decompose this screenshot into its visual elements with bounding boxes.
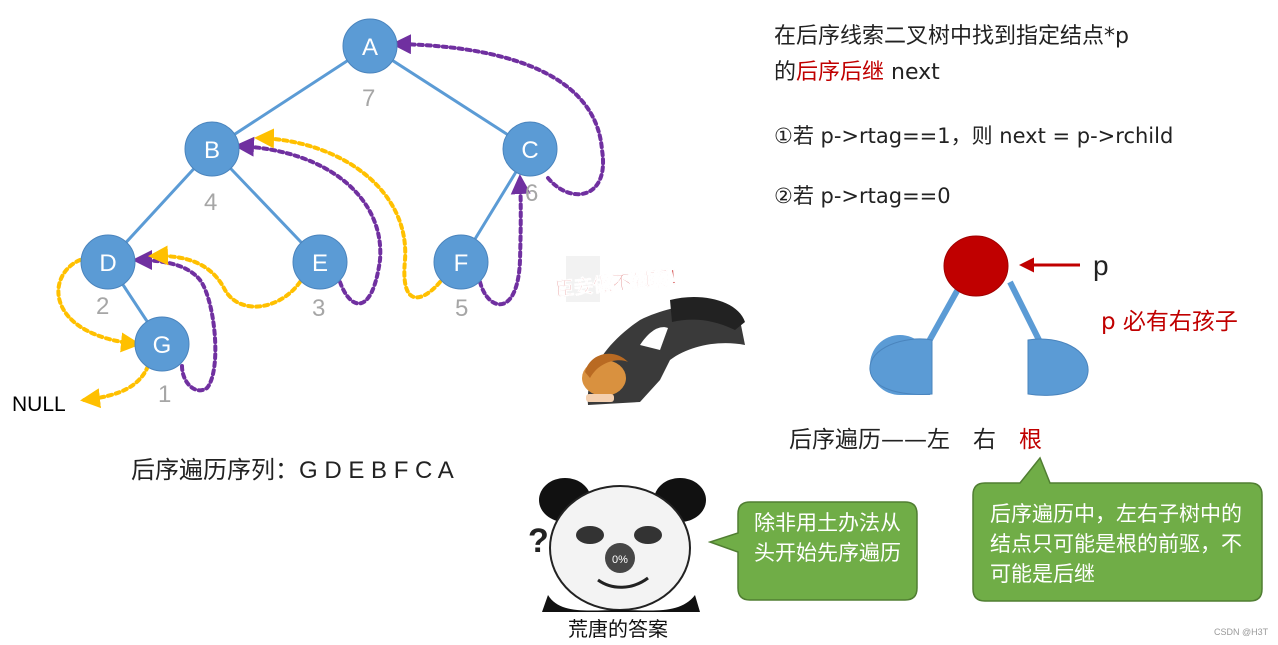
order-b: 4 (204, 189, 217, 216)
kneel-meme-image: 臣妾做不到啊！ (554, 256, 745, 405)
node-label-c: C (521, 137, 538, 164)
sequence-line: 后序遍历序列：G D E B F C A (131, 450, 454, 485)
subtree-schematic (869, 235, 1089, 396)
panda-badge-text: 0% (612, 554, 628, 566)
order-labels: 7 4 6 2 3 5 1 (96, 85, 538, 408)
thread-arrows (56, 34, 606, 409)
order-g: 1 (158, 381, 171, 408)
pred-thread-f-b (254, 128, 442, 300)
node-label-e: E (312, 250, 328, 277)
right-subtree-blob (1027, 338, 1089, 396)
sequence-value: G D E B F C A (299, 457, 454, 484)
pred-thread-e-d (148, 245, 302, 309)
left-subtree-blob (869, 338, 933, 395)
case-1: ①若 p->rtag==1，则 next = p->rchild (774, 124, 1174, 148)
heading-line-1: 在后序线索二叉树中找到指定结点*p (774, 24, 1129, 49)
sequence-label: 后序遍历序列： (131, 456, 299, 484)
traversal-order-root: 根 (1019, 427, 1042, 453)
node-label-f: F (454, 250, 469, 277)
order-a: 7 (362, 85, 375, 112)
node-e (292, 234, 348, 290)
traversal-order-line: 后序遍历——左 右 根 (789, 420, 1042, 454)
edge-a-b (211, 44, 371, 151)
order-c: 6 (525, 180, 538, 207)
callout-right-shape (972, 456, 1263, 602)
heading-line-2-pre: 的 (774, 60, 797, 85)
node-a (342, 18, 398, 74)
order-f: 5 (455, 295, 468, 322)
node-d (80, 234, 136, 290)
null-label: NULL (12, 393, 66, 416)
node-g (134, 316, 190, 372)
tree-nodes: A B C D E F G (80, 18, 558, 372)
node-b (184, 121, 240, 177)
succ-thread-g-d (132, 250, 218, 393)
callout-left-text: 除非用土办法从头开始先序遍历 (754, 511, 901, 565)
succ-thread-e-b (234, 136, 383, 306)
callout-left-shape (707, 501, 918, 601)
node-label-b: B (204, 137, 220, 164)
panda-caption: 荒唐的答案 (568, 617, 668, 641)
node-label-d: D (99, 250, 116, 277)
heading-line-2-red: 后序后继 (796, 60, 885, 85)
panda-question-mark: ? (528, 522, 549, 560)
node-label-g: G (153, 332, 172, 359)
heading-line-2: 的后序后继 next (774, 54, 940, 86)
node-c (502, 121, 558, 177)
case-2: ②若 p->rtag==0 (774, 184, 951, 208)
root-node-p (943, 235, 1009, 297)
callout-right-text: 后序遍历中，左右子树中的结点只可能是根的前驱，不可能是后继 (990, 502, 1242, 586)
p-note: p 必有右孩子 (1101, 309, 1238, 335)
succ-thread-f-c (478, 174, 531, 307)
pred-thread-d-g (56, 258, 141, 353)
order-d: 2 (96, 293, 109, 320)
edge-a-c (369, 44, 531, 151)
panda-progress-badge (605, 543, 635, 573)
watermark: CSDN @H3T (1214, 627, 1269, 637)
succ-thread-c-a (391, 34, 606, 197)
node-f (433, 234, 489, 290)
panda-meme-image: 0% ? 荒唐的答案 (526, 474, 708, 644)
p-label: p (1093, 250, 1109, 281)
pred-thread-g-null (80, 364, 150, 409)
order-e: 3 (312, 295, 325, 322)
traversal-order-pre: 后序遍历——左 右 (789, 427, 1019, 453)
node-label-a: A (362, 34, 378, 61)
heading-line-2-post: next (884, 60, 940, 85)
